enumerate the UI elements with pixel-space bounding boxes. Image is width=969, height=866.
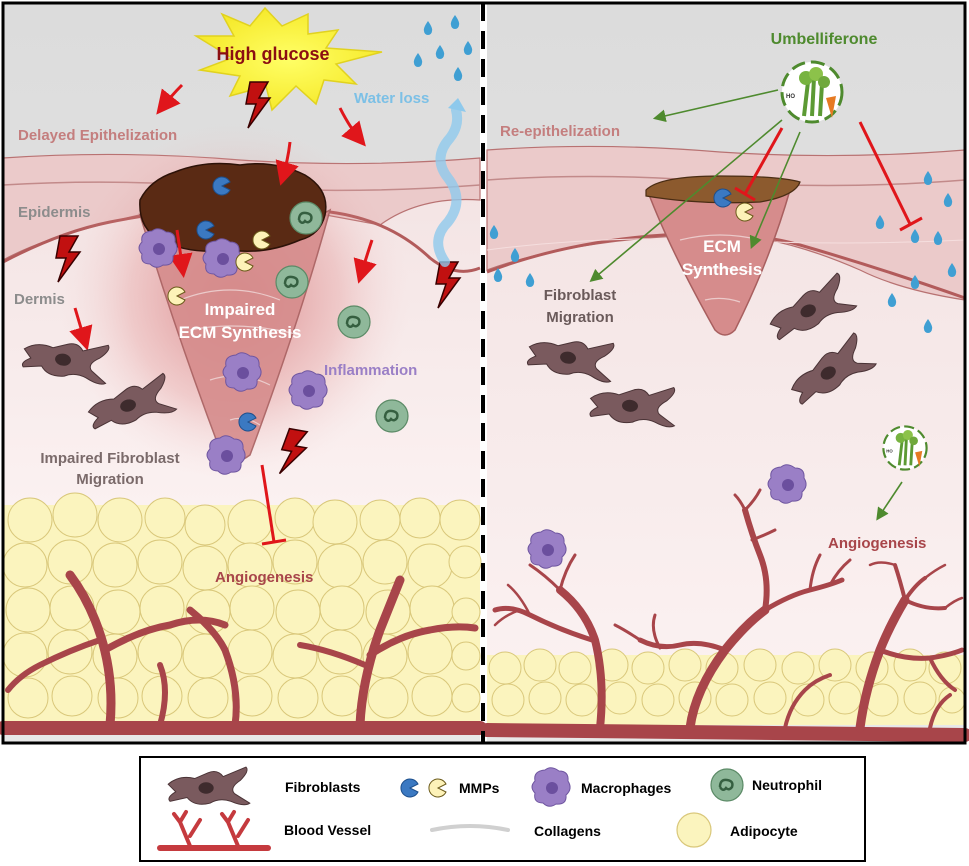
macrophage-icon <box>206 435 246 475</box>
impaired-fibroblast-label-line1: Impaired Fibroblast <box>40 450 179 467</box>
fibroblast-migration-label-line1: Fibroblast <box>544 287 617 304</box>
angiogenesis-inhibition-marker <box>260 464 287 546</box>
legend-adipocyte-label: Adipocyte <box>730 823 798 839</box>
impaired-fibroblast-label-line2: Migration <box>76 471 144 488</box>
legend-collagens-label: Collagens <box>534 823 601 839</box>
blood-vessels-right <box>480 488 969 742</box>
ecm-label-line2: Synthesis <box>682 260 762 279</box>
legend-fibroblasts-label: Fibroblasts <box>285 779 361 795</box>
neutrophil-icon <box>336 304 372 340</box>
blood-vessels-left <box>0 570 487 735</box>
legend-macrophage-icon <box>531 767 571 807</box>
epidermis-label: Epidermis <box>18 204 91 221</box>
legend-mmps-label: MMPs <box>459 780 500 796</box>
umbelliferone-icon <box>881 424 929 472</box>
neutrophil-icon <box>374 398 410 434</box>
macrophage-icon <box>222 352 262 392</box>
impaired-ecm-label-line2: ECM Synthesis <box>179 323 302 342</box>
left-panel: High glucose Water loss Delayed Epitheli… <box>0 3 487 743</box>
promotion-arrows <box>589 89 903 521</box>
adipocyte-cluster-right <box>488 648 966 717</box>
right-panel: Umbelliferone Re-epithelization ECM Synt… <box>480 3 969 743</box>
water-loss-label: Water loss <box>354 90 429 107</box>
macrophage-icon <box>138 228 178 268</box>
legend-macrophages-label: Macrophages <box>581 780 671 796</box>
angiogenesis-label-right: Angiogenesis <box>828 535 926 552</box>
legend-neutrophil-icon <box>709 767 745 803</box>
water-loss-wave-icon <box>433 105 463 267</box>
fibroblast-migration-label-line2: Migration <box>546 309 614 326</box>
legend-blood-vessel-icon <box>157 810 271 851</box>
macrophage-icon <box>527 529 567 569</box>
neutrophil-icon <box>288 200 324 236</box>
legend-blood-vessel-label: Blood Vessel <box>284 822 371 838</box>
umbelliferone-icon <box>780 60 844 124</box>
high-glucose-burst <box>193 6 383 112</box>
dermis-label: Dermis <box>14 291 65 308</box>
impaired-ecm-label-line1: Impaired <box>205 300 276 319</box>
legend-neutrophil-label: Neutrophil <box>752 777 822 793</box>
re-epithelization-label: Re-epithelization <box>500 123 620 140</box>
inflammation-label: Inflammation <box>324 362 417 379</box>
umbelliferone-label: Umbelliferone <box>771 31 878 48</box>
neutrophil-icon <box>274 264 310 300</box>
macrophage-icon <box>288 370 328 410</box>
inhibition-markers <box>734 121 923 232</box>
macrophage-icon <box>202 238 242 278</box>
glucose-effect-arrows <box>69 83 377 351</box>
delayed-epithelization-label: Delayed Epithelization <box>18 127 177 144</box>
macrophage-icon <box>767 464 807 504</box>
angiogenesis-label-left: Angiogenesis <box>215 569 313 586</box>
high-glucose-label: High glucose <box>216 44 329 64</box>
legend-collagen-icon <box>430 824 510 832</box>
legend: Fibroblasts MMPs Macrophages Neutrophil … <box>139 756 866 862</box>
legend-adipocyte-icon <box>676 812 712 848</box>
ecm-label-line1: ECM <box>703 237 741 256</box>
